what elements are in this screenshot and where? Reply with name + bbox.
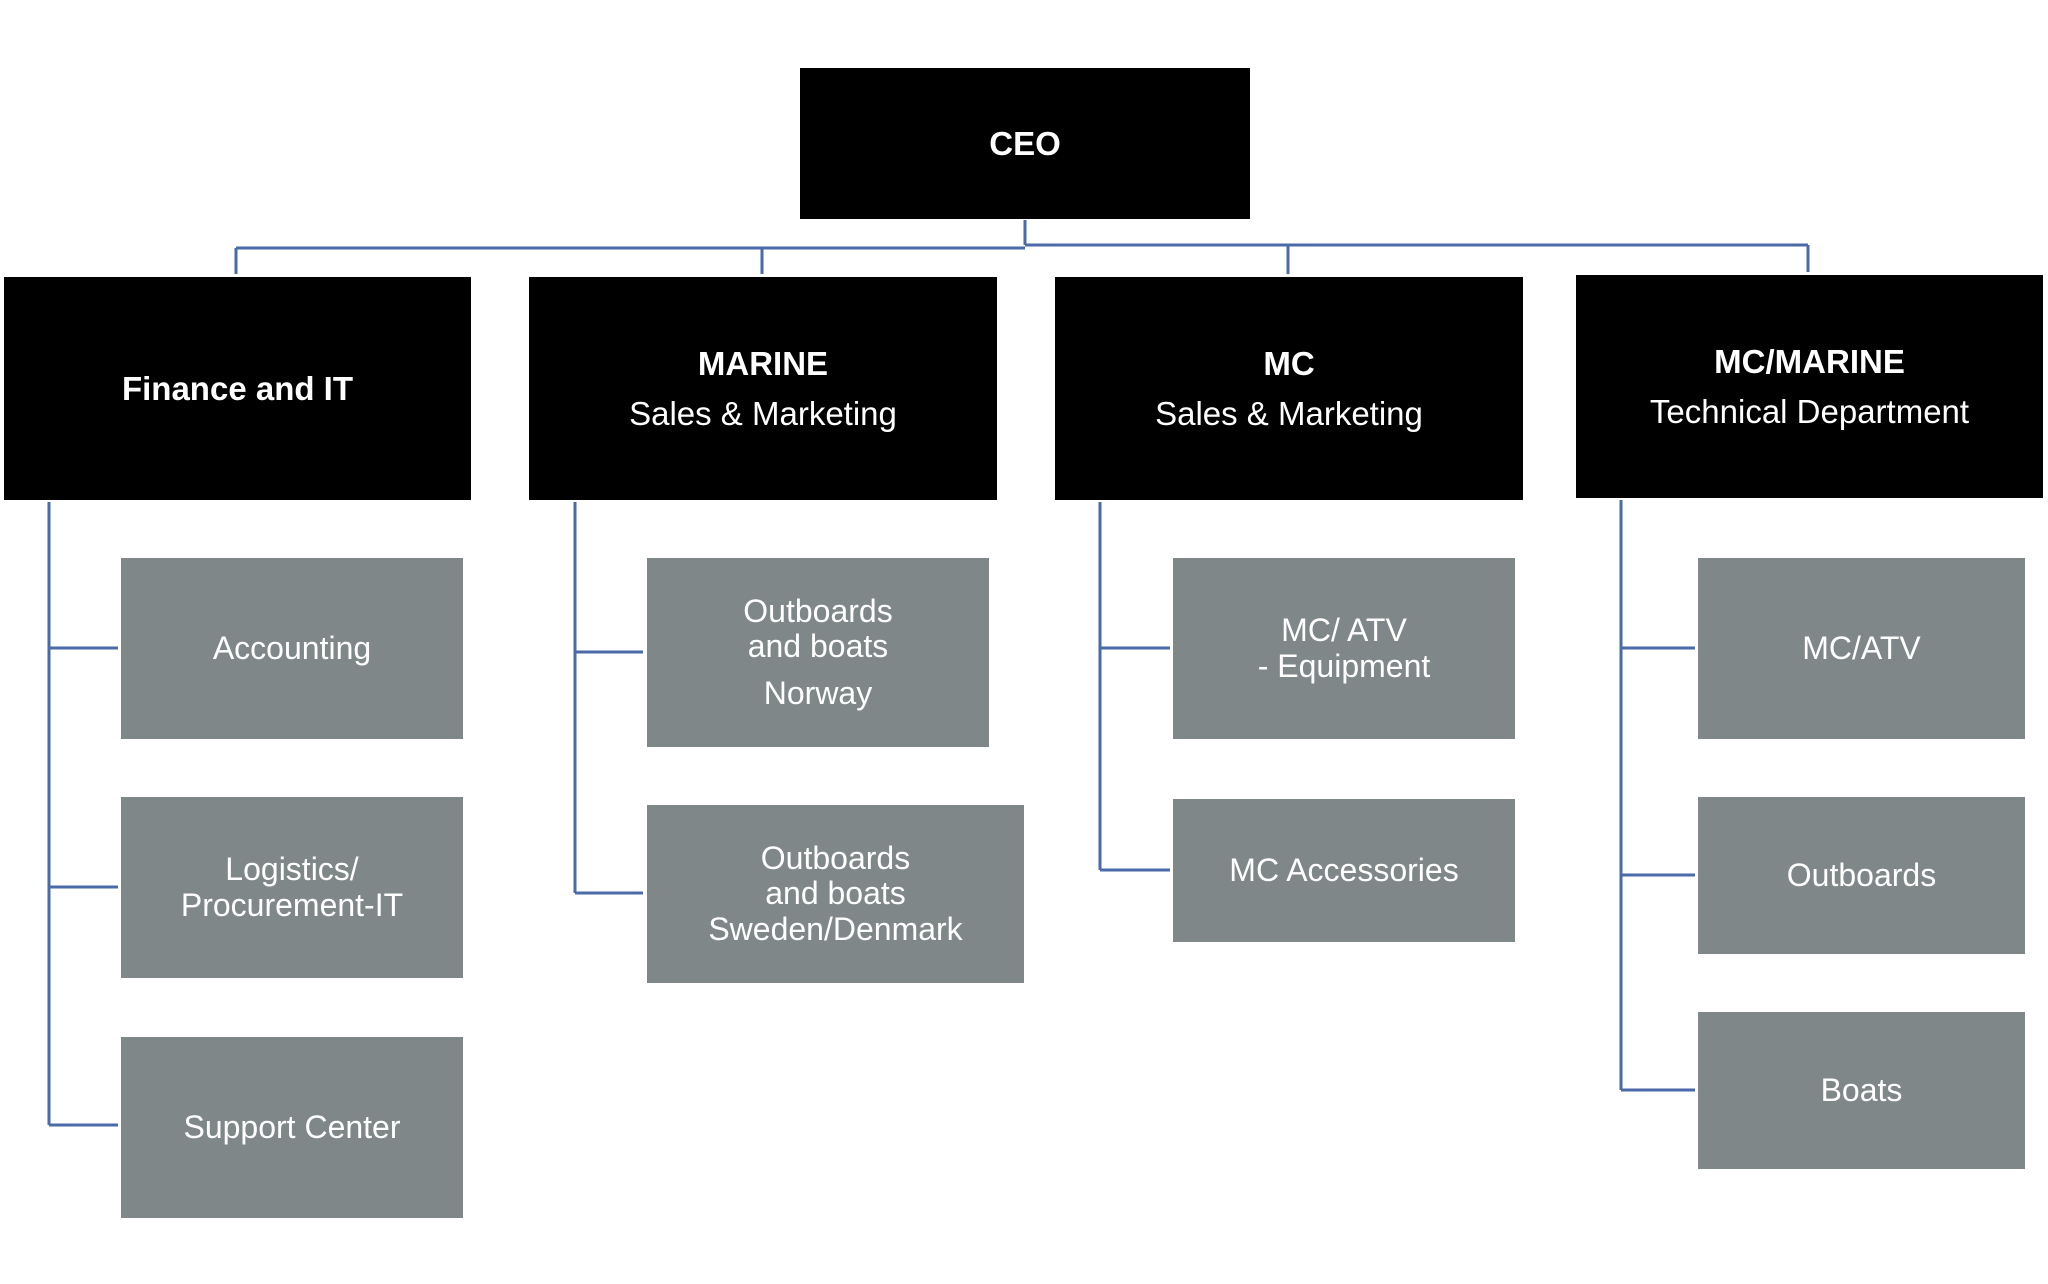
unit-label-line: - Equipment — [1257, 647, 1431, 684]
department-marine: MARINE Sales & Marketing — [529, 277, 997, 500]
unit-label-line: Accounting — [212, 629, 372, 666]
unit-label-line: Procurement-IT — [180, 886, 404, 923]
unit-label-line: Logistics/ — [225, 851, 359, 888]
unit-mc-accessories: MC Accessories — [1173, 799, 1515, 942]
unit-mc-atv: MC/ATV — [1698, 558, 2025, 739]
unit-label-line: Outboards — [1786, 856, 1937, 893]
department-finance-it: Finance and IT — [4, 277, 471, 500]
unit-support-center: Support Center — [121, 1037, 463, 1218]
unit-label-line: MC Accessories — [1229, 851, 1459, 888]
unit-label-line: MC/ATV — [1802, 629, 1921, 666]
ceo-box: CEO — [800, 68, 1250, 219]
unit-label-line: Boats — [1820, 1071, 1903, 1108]
unit-accounting: Accounting — [121, 558, 463, 739]
department-subtitle: Sales & Marketing — [1155, 394, 1423, 432]
unit-outboards-boats-norway: Outboards and boats Norway — [647, 558, 989, 747]
department-title: MC/MARINE — [1714, 342, 1905, 380]
unit-label-line: and boats — [747, 627, 889, 664]
unit-label-line: Support Center — [183, 1108, 401, 1145]
department-subtitle: Sales & Marketing — [629, 394, 897, 432]
unit-label-line: and boats — [765, 875, 906, 912]
unit-label-line: Outboards — [743, 592, 893, 629]
department-title: MC — [1263, 344, 1315, 382]
unit-logistics-procurement-it: Logistics/ Procurement-IT — [121, 797, 463, 978]
unit-label-line: MC/ ATV — [1281, 612, 1407, 649]
department-title: Finance and IT — [121, 369, 354, 407]
unit-outboards: Outboards — [1698, 797, 2025, 954]
ceo-title: CEO — [989, 124, 1061, 162]
department-subtitle: Technical Department — [1649, 392, 1970, 430]
unit-mc-atv-equipment: MC/ ATV - Equipment — [1173, 558, 1515, 739]
unit-label-line: Outboards — [760, 840, 911, 877]
department-mc-marine: MC/MARINE Technical Department — [1576, 275, 2043, 498]
unit-label-line: Sweden/Denmark — [708, 910, 963, 947]
department-title: MARINE — [697, 344, 829, 382]
department-mc: MC Sales & Marketing — [1055, 277, 1523, 500]
unit-label-line: Norway — [763, 675, 873, 712]
unit-outboards-boats-sweden-denmark: Outboards and boats Sweden/Denmark — [647, 805, 1024, 983]
unit-boats: Boats — [1698, 1012, 2025, 1169]
